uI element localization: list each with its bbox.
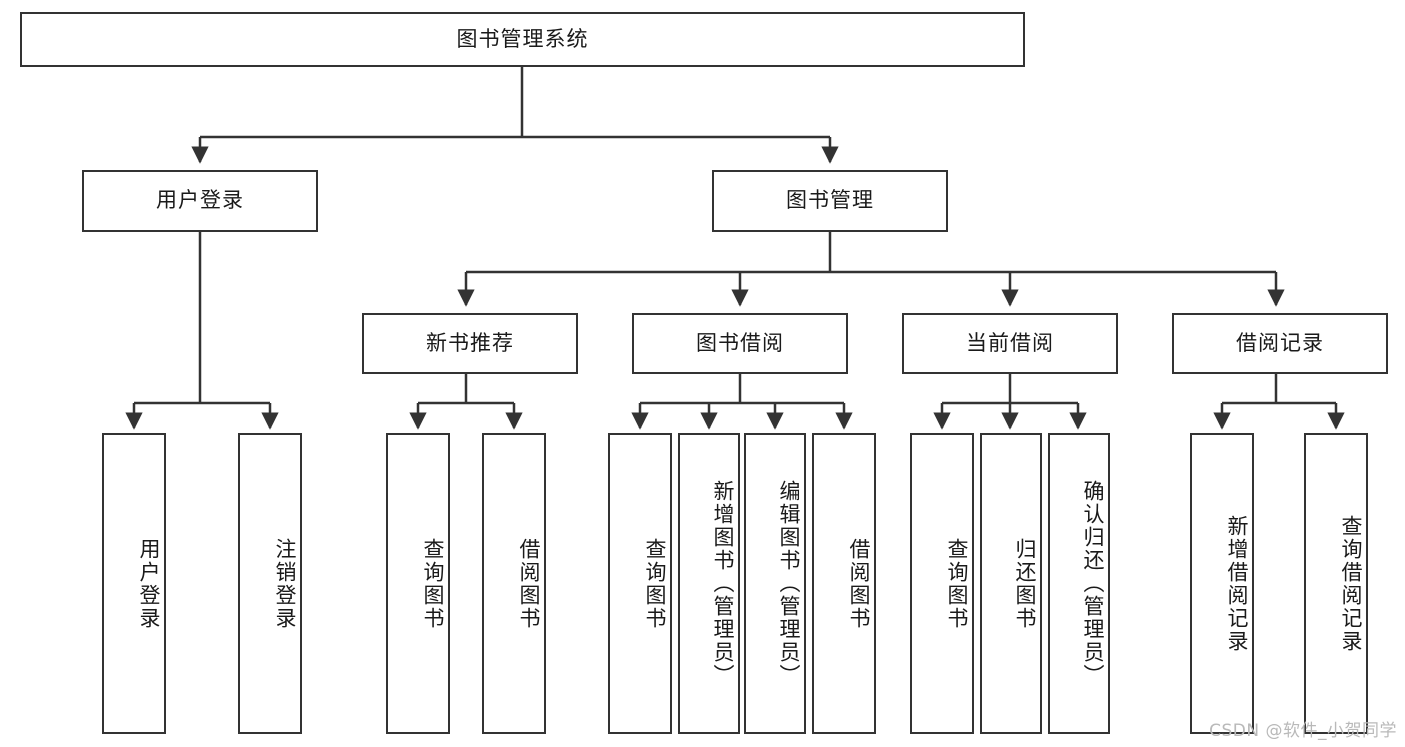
leaf-borrow-query-book[interactable]: 查询图书 xyxy=(608,433,672,734)
leaf-label: 查询图书 xyxy=(421,537,445,630)
node-current-borrow[interactable]: 当前借阅 xyxy=(902,313,1118,374)
node-user-login[interactable]: 用户登录 xyxy=(82,170,318,232)
node-new-book-recommend[interactable]: 新书推荐 xyxy=(362,313,578,374)
node-borrow-record-label: 借阅记录 xyxy=(1236,330,1324,355)
leaf-label: 查询图书 xyxy=(945,537,969,630)
node-new-book-recommend-label: 新书推荐 xyxy=(426,330,514,355)
leaf-label: 查询借阅记录 xyxy=(1339,514,1363,653)
leaf-current-query-book[interactable]: 查询图书 xyxy=(910,433,974,734)
leaf-user-login-login[interactable]: 用户登录 xyxy=(102,433,166,734)
leaf-new-book-query[interactable]: 查询图书 xyxy=(386,433,450,734)
leaf-label: 确认归还（管理员） xyxy=(1081,480,1105,687)
leaf-label: 新增借阅记录 xyxy=(1225,514,1249,653)
leaf-label: 新增图书（管理员） xyxy=(711,480,735,687)
leaf-label: 借阅图书 xyxy=(847,537,871,630)
node-borrow-record[interactable]: 借阅记录 xyxy=(1172,313,1388,374)
node-book-management[interactable]: 图书管理 xyxy=(712,170,948,232)
leaf-label: 归还图书 xyxy=(1013,537,1037,630)
leaf-borrow-borrow-book[interactable]: 借阅图书 xyxy=(812,433,876,734)
node-book-management-label: 图书管理 xyxy=(786,188,874,213)
leaf-label: 用户登录 xyxy=(137,537,161,630)
leaf-record-add[interactable]: 新增借阅记录 xyxy=(1190,433,1254,734)
leaf-label: 查询图书 xyxy=(643,537,667,630)
leaf-label: 注销登录 xyxy=(273,537,297,630)
leaf-current-return-book[interactable]: 归还图书 xyxy=(980,433,1042,734)
node-user-login-label: 用户登录 xyxy=(156,188,244,213)
node-book-borrow-label: 图书借阅 xyxy=(696,330,784,355)
node-book-borrow[interactable]: 图书借阅 xyxy=(632,313,848,374)
leaf-label: 借阅图书 xyxy=(517,537,541,630)
leaf-current-confirm-return[interactable]: 确认归还（管理员） xyxy=(1048,433,1110,734)
leaf-record-query[interactable]: 查询借阅记录 xyxy=(1304,433,1368,734)
node-root[interactable]: 图书管理系统 xyxy=(20,12,1025,67)
leaf-new-book-borrow[interactable]: 借阅图书 xyxy=(482,433,546,734)
node-root-label: 图书管理系统 xyxy=(456,26,589,51)
leaf-borrow-edit-book[interactable]: 编辑图书（管理员） xyxy=(744,433,806,734)
leaf-label: 编辑图书（管理员） xyxy=(777,480,801,687)
leaf-user-login-logout[interactable]: 注销登录 xyxy=(238,433,302,734)
node-current-borrow-label: 当前借阅 xyxy=(966,330,1054,355)
csdn-watermark: CSDN @软件_小贺同学 xyxy=(1209,721,1397,741)
leaf-borrow-add-book[interactable]: 新增图书（管理员） xyxy=(678,433,740,734)
